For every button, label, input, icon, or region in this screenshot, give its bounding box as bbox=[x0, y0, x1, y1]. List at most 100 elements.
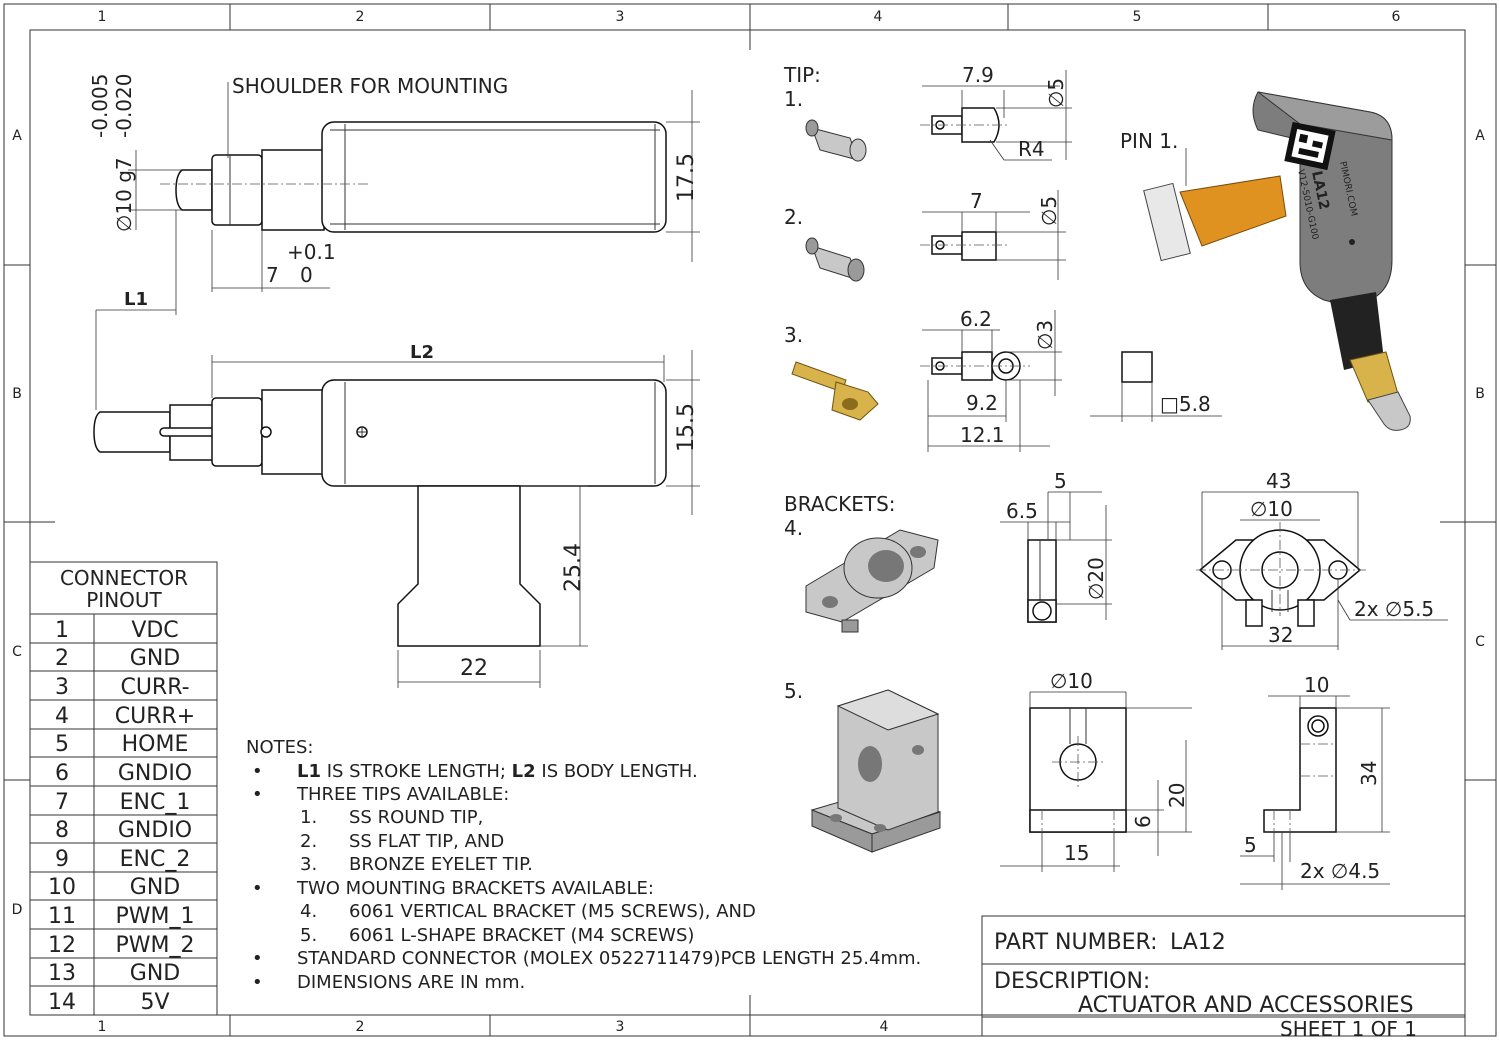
note-units: DIMENSIONS ARE IN mm. bbox=[297, 972, 525, 993]
note-l2-bold: L2 bbox=[512, 761, 536, 782]
note-tip-text: BRONZE EYELET TIP. bbox=[349, 854, 533, 875]
tip-1-diameter: ∅5 bbox=[1044, 78, 1068, 108]
top-view-actuator: SHOULDER FOR MOUNTING -0.005 -0.020 ∅10 … bbox=[88, 74, 700, 410]
note-bracket-text: 6061 VERTICAL BRACKET (M5 SCREWS), AND bbox=[349, 901, 756, 922]
part-number-value: LA12 bbox=[1170, 930, 1226, 955]
bracket-4-front: 43 ∅10 32 2x ∅5.5 bbox=[1196, 469, 1448, 650]
note-l2-text: IS BODY LENGTH. bbox=[536, 761, 698, 782]
col-label-1-bottom: 1 bbox=[98, 1019, 107, 1035]
note-brackets-heading: TWO MOUNTING BRACKETS AVAILABLE: bbox=[296, 878, 654, 899]
tol-zero: 0 bbox=[300, 263, 313, 287]
pinout-title-2: PINOUT bbox=[86, 588, 162, 612]
note-bullet: • bbox=[252, 878, 263, 899]
square-view: □5.8 bbox=[1090, 351, 1222, 422]
bracket-5-side: 10 34 5 2x ∅4.5 bbox=[1240, 673, 1390, 890]
pinout-title-1: CONNECTOR bbox=[60, 566, 188, 590]
pin-number: 8 bbox=[55, 818, 69, 843]
tol-upper: -0.005 bbox=[88, 74, 112, 138]
tip-3-drawing: 6.2 ∅3 9.2 12.1 bbox=[920, 307, 1062, 452]
note-bullet: • bbox=[252, 784, 263, 805]
bracket-4-number: 4. bbox=[784, 516, 803, 540]
note-tip-text: SS ROUND TIP, bbox=[349, 807, 483, 828]
col-label-1: 1 bbox=[98, 9, 107, 25]
tip-2-number: 2. bbox=[784, 205, 803, 229]
pin-number: 9 bbox=[55, 847, 69, 872]
col-label-3: 3 bbox=[616, 9, 625, 25]
bracket-4-dim-6-5: 6.5 bbox=[1006, 499, 1038, 523]
bracket-4-dim-5: 5 bbox=[1054, 469, 1067, 493]
col-label-5: 5 bbox=[1133, 9, 1142, 25]
row-label-a-right: A bbox=[1475, 128, 1485, 144]
actuator-iso: LA12 V12-5010-G100 PIMORI.COM PIN 1. bbox=[1120, 91, 1411, 431]
pin-number: 11 bbox=[48, 904, 76, 929]
note-tips-heading: THREE TIPS AVAILABLE: bbox=[296, 784, 509, 805]
bracket-4-dim-d10: ∅10 bbox=[1250, 497, 1293, 521]
pin-number: 13 bbox=[48, 961, 76, 986]
notes-title: NOTES: bbox=[246, 737, 314, 758]
pin-signal: ENC_2 bbox=[120, 847, 191, 872]
tip-3-number: 3. bbox=[784, 323, 803, 347]
tip-1-radius: R4 bbox=[1018, 137, 1045, 161]
pin-signal: CURR- bbox=[120, 675, 189, 700]
tip-3-length: 6.2 bbox=[960, 307, 992, 331]
tip-2-drawing: 7 ∅5 bbox=[920, 189, 1066, 280]
pin-number: 4 bbox=[55, 704, 69, 729]
pin-number: 14 bbox=[48, 990, 76, 1015]
pin-signal: GNDIO bbox=[118, 761, 192, 786]
bracket-5-dim-15: 15 bbox=[1064, 841, 1089, 865]
tip-2-diameter: ∅5 bbox=[1037, 196, 1061, 226]
sheet-frame: 1 2 3 4 5 6 1 2 3 4 A B C D A B C bbox=[3, 3, 1497, 1037]
row-label-a: A bbox=[12, 128, 22, 144]
shoulder-label: SHOULDER FOR MOUNTING bbox=[232, 74, 508, 98]
tip-3-length-2: 9.2 bbox=[966, 391, 998, 415]
bracket-5-dim-10: 10 bbox=[1304, 673, 1329, 697]
bracket-5-dim-d10: ∅10 bbox=[1050, 669, 1093, 693]
pin-signal: PWM_2 bbox=[116, 933, 195, 958]
dim-22: 22 bbox=[460, 656, 488, 681]
description-label: DESCRIPTION: bbox=[994, 969, 1150, 994]
col-label-3-bottom: 3 bbox=[616, 1019, 625, 1035]
bracket-4-dim-d20: ∅20 bbox=[1084, 557, 1108, 600]
note-tip-number: 1. bbox=[300, 807, 317, 828]
bracket-5-dim-34: 34 bbox=[1357, 761, 1381, 786]
tips-title: TIP: bbox=[783, 63, 821, 87]
brackets-title: BRACKETS: bbox=[784, 492, 896, 516]
bracket-5-dim-5: 5 bbox=[1244, 833, 1257, 857]
pin-number: 7 bbox=[55, 790, 69, 815]
col-label-2-bottom: 2 bbox=[356, 1019, 365, 1035]
bracket-4-holes: 2x ∅5.5 bbox=[1354, 597, 1434, 621]
tip-1-number: 1. bbox=[784, 87, 803, 111]
bracket-4-iso bbox=[805, 529, 939, 633]
pin-number: 3 bbox=[55, 675, 69, 700]
pin-number: 5 bbox=[55, 732, 69, 757]
part-number-label: PART NUMBER: bbox=[994, 930, 1158, 955]
row-label-c-right: C bbox=[1475, 634, 1485, 650]
dim-25-4: 25.4 bbox=[561, 543, 586, 592]
bracket-5-holes: 2x ∅4.5 bbox=[1300, 859, 1380, 883]
pin-signal: PWM_1 bbox=[116, 904, 195, 929]
note-bracket-number: 5. bbox=[300, 925, 317, 946]
col-label-6: 6 bbox=[1392, 9, 1401, 25]
note-tip-number: 3. bbox=[300, 854, 317, 875]
col-label-2: 2 bbox=[356, 9, 365, 25]
tol-plus: +0.1 bbox=[287, 240, 336, 264]
title-block: PART NUMBER: LA12 DESCRIPTION: ACTUATOR … bbox=[981, 915, 1466, 1041]
pin-signal: GND bbox=[130, 875, 180, 900]
tips-section: TIP: 1. 2. 3. 7.9 ∅5 R4 bbox=[783, 63, 1222, 452]
row-label-c: C bbox=[12, 644, 22, 660]
tip-1-length: 7.9 bbox=[962, 63, 994, 87]
bracket-5-dim-6: 6 bbox=[1131, 815, 1155, 828]
pin-number: 12 bbox=[48, 933, 76, 958]
tip-3-iso bbox=[791, 361, 879, 421]
tip-1-drawing: 7.9 ∅5 R4 bbox=[920, 63, 1072, 161]
pin-number: 6 bbox=[55, 761, 69, 786]
pin-signal: 5V bbox=[140, 990, 169, 1015]
brackets-section: BRACKETS: 4. 5. 5 6. bbox=[784, 469, 1448, 890]
pinout-table: CONNECTOR PINOUT 1 VDC 2 GND 3 CURR- 4 C… bbox=[29, 561, 218, 1016]
note-bullet: • bbox=[252, 948, 263, 969]
bracket-5-dim-20: 20 bbox=[1165, 783, 1189, 808]
tip-2-length: 7 bbox=[970, 189, 983, 213]
description-value: ACTUATOR AND ACCESSORIES bbox=[1078, 993, 1414, 1018]
pin-number: 2 bbox=[55, 646, 69, 671]
